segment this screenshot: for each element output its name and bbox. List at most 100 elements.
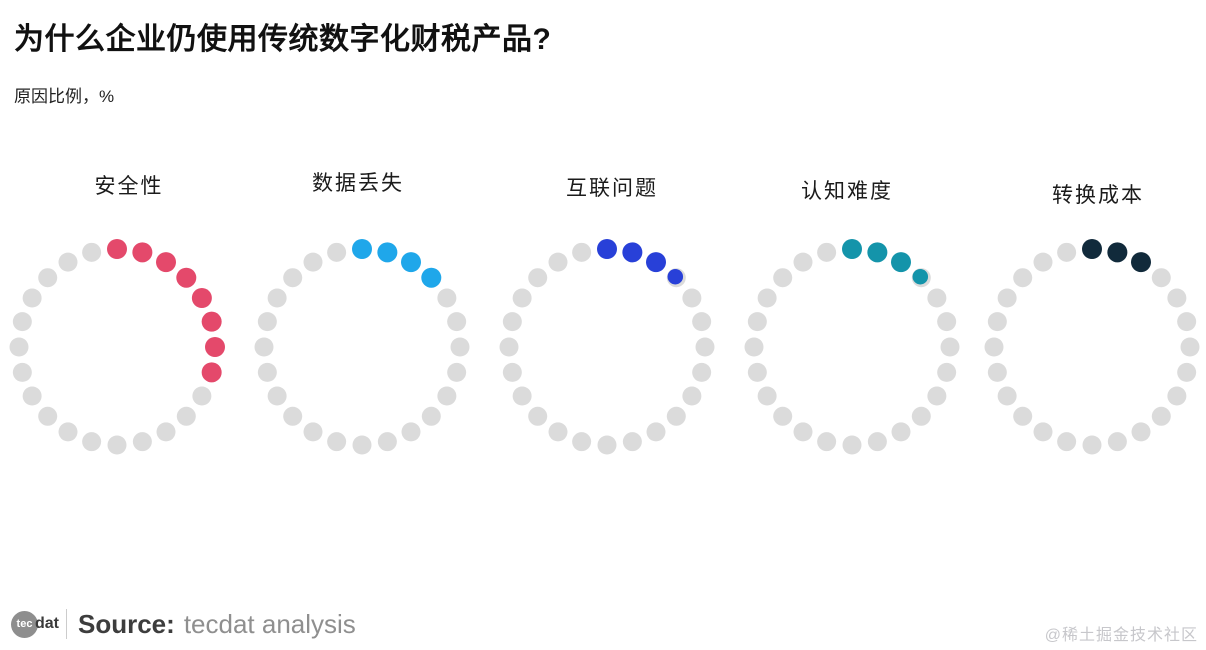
ring-dot-track: [1057, 432, 1077, 452]
ring-dot-track: [303, 422, 323, 442]
ring-dot-track: [987, 312, 1007, 332]
ring-dot-filled: [201, 362, 222, 383]
ring-dot-track: [817, 242, 837, 262]
ring-dot-track: [1033, 422, 1053, 442]
ring-dot-filled: [646, 252, 666, 273]
ring-dot-track: [817, 432, 837, 452]
ring-dot-track: [499, 337, 519, 357]
ring-dot-track: [401, 422, 421, 442]
ring-dot-filled: [176, 267, 197, 288]
ring-dot-track: [257, 312, 277, 332]
ring-dot-track: [1131, 422, 1151, 442]
ring-dot-track: [1167, 288, 1187, 308]
watermark: @稀土掘金技术社区: [1044, 627, 1198, 644]
ring-dot-track: [176, 406, 196, 426]
ring-dot-track: [192, 386, 212, 406]
ring-label: 转换成本: [1052, 184, 1144, 207]
ring-chart: [246, 231, 478, 463]
ring-dot-track: [1151, 268, 1171, 288]
ring-dot-track: [421, 406, 441, 426]
ring-dot-track: [156, 422, 176, 442]
ring-dot-track: [572, 242, 592, 262]
ring-dot-track: [987, 362, 1007, 382]
ring-dot-track: [927, 386, 947, 406]
source-label: Source:: [78, 608, 175, 639]
ring-dot-track: [82, 242, 102, 262]
ring-dot-track: [38, 268, 58, 288]
ring-dot-filled: [205, 337, 225, 357]
ring-dot-track: [512, 386, 532, 406]
ring-dot-track: [666, 406, 686, 426]
ring-chart: [1, 231, 233, 463]
ring-dot-track: [548, 252, 568, 272]
ring-dot-filled: [1131, 252, 1151, 273]
ring-dot-track: [695, 337, 715, 357]
ring-dot-track: [9, 337, 29, 357]
ring-dot-track: [937, 362, 957, 382]
ring-dot-track: [377, 432, 397, 452]
ring-dot-track: [1177, 312, 1197, 332]
ring-dot-track: [747, 362, 767, 382]
ring-dot-track: [267, 386, 287, 406]
ring-dot-track: [682, 386, 702, 406]
ring-dot-track: [132, 432, 152, 452]
ring-dot-filled: [191, 288, 212, 308]
donut-dot-ring: [984, 239, 1200, 455]
ring-dot-track: [82, 432, 102, 452]
ring-dot-track: [437, 288, 457, 308]
ring-dot-track: [997, 386, 1017, 406]
ring-dot-track: [283, 406, 303, 426]
donut-dot-ring: [254, 239, 470, 455]
ring-dot-track: [842, 435, 862, 455]
ring-dot-track: [528, 406, 548, 426]
donut-dot-ring: [744, 239, 960, 455]
ring-label: 数据丢失: [312, 172, 404, 195]
ring-dot-track: [1180, 337, 1200, 357]
ring-label: 互联问题: [566, 177, 658, 200]
ring-dot-track: [437, 386, 457, 406]
ring-dot-track: [773, 406, 793, 426]
ring-dot-track: [12, 312, 32, 332]
ring-label: 认知难度: [801, 180, 893, 203]
ring-dot-track: [744, 337, 764, 357]
ring-label: 安全性: [94, 175, 164, 198]
ring-dot-track: [58, 252, 78, 272]
ring-dot-track: [283, 268, 303, 288]
ring-dot-filled: [377, 242, 398, 263]
ring-dot-filled: [867, 242, 888, 263]
ring-dot-filled: [352, 239, 372, 259]
ring-dot-filled: [622, 242, 643, 263]
ring-dot-filled: [401, 252, 421, 273]
ring-dot-track: [1013, 268, 1033, 288]
ring-dot-partial: [912, 268, 929, 285]
ring-dot-track: [937, 312, 957, 332]
ring-dot-track: [58, 422, 78, 442]
ring-dot-partial: [667, 268, 684, 285]
ring-dot-track: [257, 362, 277, 382]
ring-dot-track: [38, 406, 58, 426]
ring-dot-track: [1013, 406, 1033, 426]
ring-dot-track: [528, 268, 548, 288]
tecdat-logo: tec dat: [11, 610, 59, 638]
ring-dot-filled: [1082, 239, 1102, 259]
ring-dot-track: [793, 252, 813, 272]
ring-dot-track: [352, 435, 372, 455]
ring-dot-track: [502, 312, 522, 332]
ring-dot-filled: [1107, 242, 1128, 263]
ring-dot-track: [891, 422, 911, 442]
ring-dot-track: [692, 362, 712, 382]
ring-chart: [736, 231, 968, 463]
ring-dot-track: [1082, 435, 1102, 455]
ring-dot-track: [692, 312, 712, 332]
ring-dot-track: [757, 288, 777, 308]
ring-dot-filled: [842, 239, 862, 259]
ring-dot-track: [548, 422, 568, 442]
ring-dot-track: [867, 432, 887, 452]
ring-dot-track: [773, 268, 793, 288]
page-title: 为什么企业仍使用传统数字化财税产品?: [14, 23, 552, 56]
ring-dot-track: [984, 337, 1004, 357]
ring-dot-track: [1167, 386, 1187, 406]
ring-dot-track: [327, 432, 347, 452]
ring-chart: [491, 231, 723, 463]
ring-dot-track: [911, 406, 931, 426]
